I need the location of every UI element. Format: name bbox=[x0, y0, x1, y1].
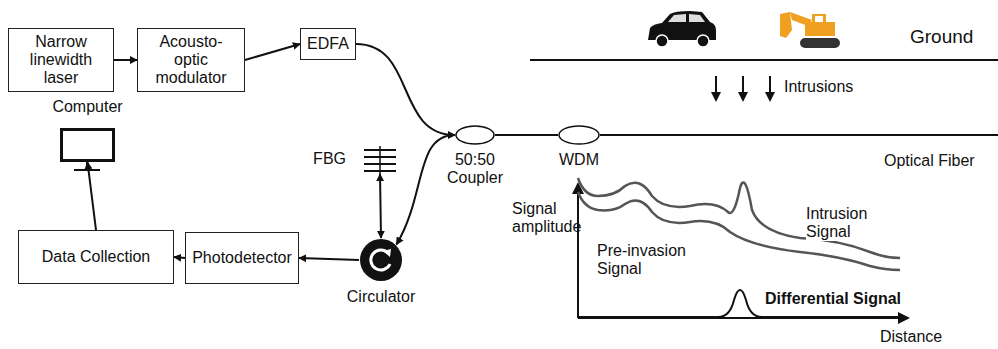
connector bbox=[174, 257, 185, 258]
circulator-symbol-outline bbox=[359, 238, 403, 282]
computer-icon-outline bbox=[60, 128, 115, 162]
connector bbox=[299, 258, 359, 260]
connector bbox=[495, 134, 558, 136]
connector bbox=[356, 44, 455, 135]
node-label: Narrow linewidth laser bbox=[14, 33, 108, 87]
node-label: FBG bbox=[313, 150, 346, 168]
process-box: EDFA bbox=[300, 28, 356, 60]
curve-label: Intrusion Signal bbox=[806, 205, 886, 241]
ground-line bbox=[530, 59, 998, 61]
connector bbox=[245, 44, 300, 60]
excavator-icon bbox=[780, 12, 840, 48]
optical-fiber bbox=[600, 134, 998, 136]
fbg-symbol-outline bbox=[364, 146, 396, 174]
fiber-label: Optical Fiber bbox=[884, 152, 975, 170]
connector bbox=[396, 135, 455, 245]
chart bbox=[572, 178, 910, 324]
node-label: Data Collection bbox=[42, 248, 151, 266]
wdm-symbol-outline bbox=[558, 125, 600, 145]
circulator-symbol: Circulator bbox=[359, 238, 403, 282]
fbg-symbol: FBG bbox=[364, 146, 396, 174]
node-label: WDM bbox=[559, 151, 599, 169]
curve-label: Pre-invasion Signal bbox=[597, 242, 693, 278]
intrusion-arrows bbox=[711, 76, 775, 102]
curve-label: Differential Signal bbox=[765, 290, 901, 308]
node-label: Computer bbox=[52, 98, 122, 116]
node-label: Acousto-optic modulator bbox=[143, 33, 239, 87]
ground-label: Ground bbox=[910, 28, 973, 46]
wdm-symbol: WDM bbox=[558, 125, 600, 145]
coupler-symbol: 50:50 Coupler bbox=[455, 125, 495, 145]
car-icon bbox=[648, 11, 716, 47]
axis-label: Signal amplitude bbox=[512, 200, 572, 236]
node-label: Photodetector bbox=[192, 249, 292, 267]
node-label: 50:50 Coupler bbox=[443, 151, 507, 187]
connector bbox=[88, 162, 97, 230]
coupler-symbol-outline bbox=[455, 125, 495, 145]
node-label: Circulator bbox=[347, 288, 415, 306]
process-box: Acousto-optic modulator bbox=[137, 28, 245, 92]
process-box: Photodetector bbox=[185, 232, 299, 284]
axis-label: Distance bbox=[880, 328, 942, 346]
process-box: Narrow linewidth laser bbox=[8, 28, 114, 92]
connector bbox=[380, 174, 381, 238]
node-label: EDFA bbox=[307, 35, 349, 53]
intrusions-label: Intrusions bbox=[784, 78, 853, 96]
process-box: Data Collection bbox=[18, 230, 174, 284]
connector bbox=[114, 59, 137, 61]
computer-icon: Computer bbox=[60, 128, 115, 162]
